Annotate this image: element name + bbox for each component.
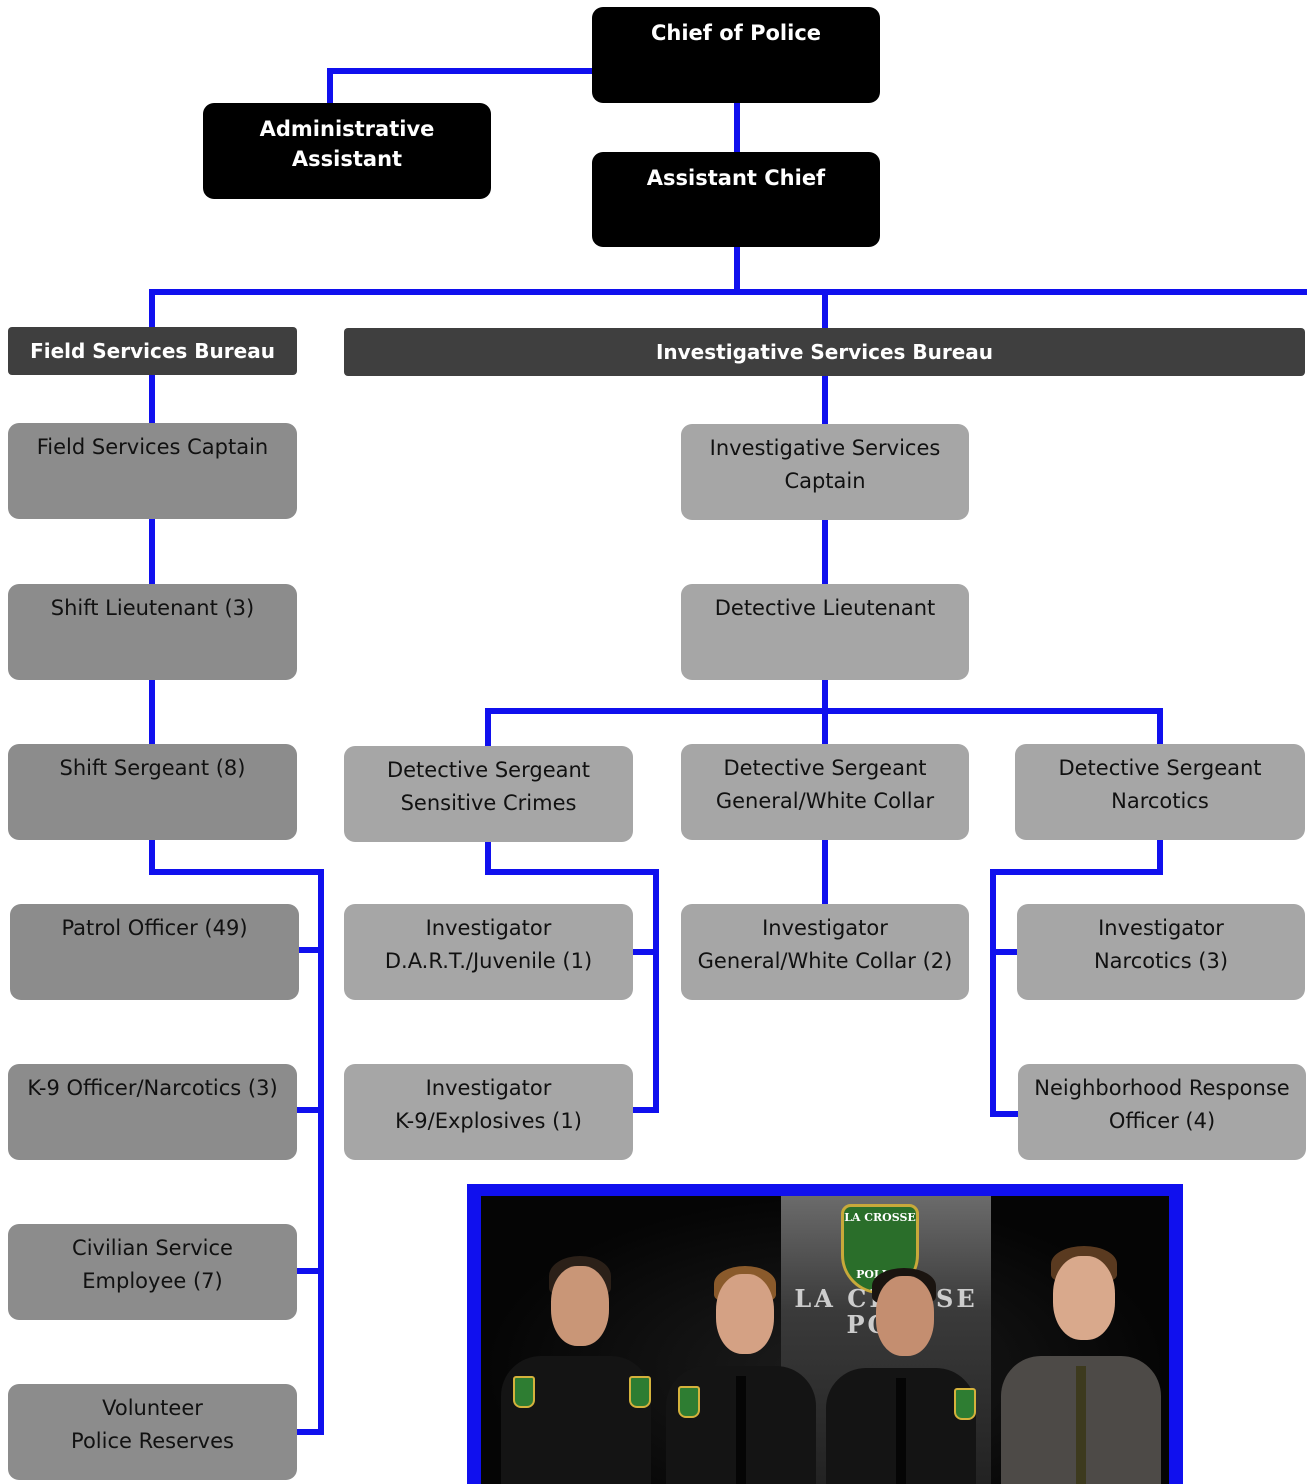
shift-lieutenant-box: Shift Lieutenant (3)	[8, 584, 297, 680]
neighborhood-response-line2: Officer (4)	[1108, 1109, 1216, 1133]
administrative-assistant-box: Administrative Assistant	[203, 103, 491, 199]
investigator-general-line2: General/White Collar (2)	[697, 949, 953, 973]
connector-field-sergeant-units	[149, 835, 324, 1435]
detective-sergeant-sensitive-line1: Detective Sergeant	[386, 758, 591, 782]
investigator-dart-box: Investigator D.A.R.T./Juvenile (1)	[344, 904, 633, 1000]
neighborhood-response-box: Neighborhood Response Officer (4)	[1018, 1064, 1306, 1160]
civilian-service-line1: Civilian Service	[72, 1236, 233, 1260]
connector-chief-admin	[327, 68, 596, 107]
detective-sergeant-general-box: Detective Sergeant General/White Collar	[681, 744, 969, 840]
detective-sergeant-narcotics-line2: Narcotics	[1111, 789, 1209, 813]
investigator-narcotics-line2: Narcotics (3)	[1093, 949, 1229, 973]
investigative-services-bureau-bar: Investigative Services Bureau	[344, 328, 1305, 376]
detective-sergeant-general-line1: Detective Sergeant	[723, 756, 927, 780]
investigative-services-captain-box: Investigative Services Captain	[681, 424, 969, 520]
detective-lieutenant-label: Detective Lieutenant	[714, 596, 936, 620]
detective-sergeant-general-line2: General/White Collar	[715, 789, 935, 813]
volunteer-reserves-box: Volunteer Police Reserves	[8, 1384, 297, 1480]
connector-sensitive	[485, 837, 659, 1113]
volunteer-reserves-line2: Police Reserves	[71, 1429, 234, 1453]
patrol-officer-label: Patrol Officer (49)	[61, 916, 248, 940]
k9-officer-box: K-9 Officer/Narcotics (3)	[8, 1064, 297, 1160]
group-photo: LA CROSSE POLICE LA CROSSE POLI	[481, 1196, 1169, 1484]
k9-officer-label: K-9 Officer/Narcotics (3)	[27, 1076, 278, 1100]
detective-sergeant-narcotics-box: Detective Sergeant Narcotics	[1015, 744, 1305, 840]
detective-sergeant-sensitive-box: Detective Sergeant Sensitive Crimes	[344, 746, 633, 842]
volunteer-reserves-line1: Volunteer	[102, 1396, 203, 1420]
connector-lieutenant-narcotics	[822, 708, 1163, 751]
group-photo-frame: LA CROSSE POLICE LA CROSSE POLI	[467, 1184, 1183, 1484]
neighborhood-response-line1: Neighborhood Response	[1034, 1076, 1290, 1100]
investigator-dart-line2: D.A.R.T./Juvenile (1)	[384, 949, 593, 973]
investigator-dart-line1: Investigator	[425, 916, 552, 940]
investigative-services-bureau-label: Investigative Services Bureau	[655, 339, 994, 364]
connector-narcotics	[990, 835, 1163, 1117]
investigator-general-line1: Investigator	[762, 916, 888, 940]
field-services-captain-box: Field Services Captain	[8, 423, 297, 519]
detective-sergeant-narcotics-line1: Detective Sergeant	[1058, 756, 1262, 780]
assistant-chief-box: Assistant Chief	[592, 152, 880, 247]
patrol-officer-box: Patrol Officer (49)	[10, 904, 299, 1000]
field-services-captain-label: Field Services Captain	[36, 435, 269, 459]
investigator-narcotics-box: Investigator Narcotics (3)	[1017, 904, 1305, 1000]
field-services-bureau-bar: Field Services Bureau	[8, 327, 297, 375]
connector-lieutenant-sergeants	[485, 676, 828, 751]
investigative-captain-line1: Investigative Services	[709, 436, 941, 460]
investigator-k9-line2: K-9/Explosives (1)	[395, 1109, 582, 1133]
investigator-k9-line1: Investigator	[425, 1076, 552, 1100]
shift-sergeant-box: Shift Sergeant (8)	[8, 744, 297, 840]
administrative-assistant-label: Administrative Assistant	[259, 117, 435, 171]
chief-of-police-label: Chief of Police	[650, 21, 822, 45]
investigator-k9-box: Investigator K-9/Explosives (1)	[344, 1064, 633, 1160]
investigative-captain-line2: Captain	[784, 469, 866, 493]
shift-sergeant-label: Shift Sergeant (8)	[59, 756, 246, 780]
investigator-narcotics-line1: Investigator	[1098, 916, 1224, 940]
chief-of-police-box: Chief of Police	[592, 7, 880, 103]
assistant-chief-label: Assistant Chief	[646, 166, 826, 190]
investigator-general-box: Investigator General/White Collar (2)	[681, 904, 969, 1000]
field-services-bureau-label: Field Services Bureau	[30, 338, 275, 363]
detective-sergeant-sensitive-line2: Sensitive Crimes	[400, 791, 577, 815]
badge-top-text: LA CROSSE	[844, 1211, 916, 1224]
civilian-service-box: Civilian Service Employee (7)	[8, 1224, 297, 1320]
shift-lieutenant-label: Shift Lieutenant (3)	[50, 596, 255, 620]
detective-lieutenant-box: Detective Lieutenant	[681, 584, 969, 680]
civilian-service-line2: Employee (7)	[82, 1269, 223, 1293]
